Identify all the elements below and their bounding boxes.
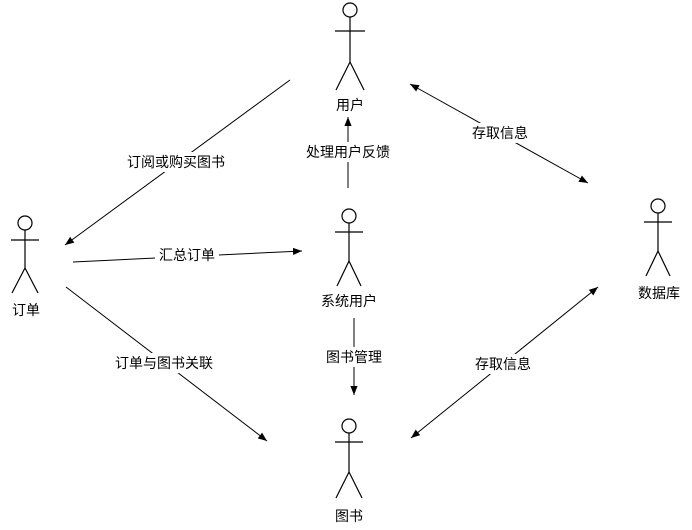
stick-figure-icon [11, 215, 39, 294]
edge-label: 存取信息 [472, 125, 528, 142]
edge-label: 存取信息 [475, 356, 531, 373]
actor-label: 图书 [335, 509, 363, 525]
actor-system-user[interactable]: 系统用户 [321, 208, 377, 310]
actor-book[interactable]: 图书 [335, 418, 363, 525]
actor-label: 用户 [336, 97, 364, 114]
edge-label: 处理用户反馈 [306, 144, 390, 161]
actor-label: 系统用户 [321, 293, 377, 310]
edge-order-to-system-user[interactable]: 汇总订单 [72, 245, 303, 265]
edge-user-database[interactable]: 存取信息 [409, 83, 589, 184]
edge-label: 订阅或购买图书 [127, 155, 225, 171]
edge-order-to-book[interactable]: 订单与图书关联 [65, 286, 268, 442]
edge-label: 图书管理 [326, 350, 382, 366]
edge-system-user-to-user[interactable]: 处理用户反馈 [300, 117, 396, 188]
actor-label: 订单 [12, 303, 40, 319]
actor-order[interactable]: 订单 [11, 215, 40, 319]
edge-book-database[interactable]: 存取信息 [410, 286, 599, 439]
stick-figure-icon [335, 2, 365, 91]
edge-system-user-to-book[interactable]: 图书管理 [322, 318, 386, 395]
edge-label: 订单与图书关联 [115, 356, 213, 372]
actor-user[interactable]: 用户 [335, 2, 365, 114]
stick-figure-icon [335, 208, 363, 287]
stick-figure-icon [644, 198, 672, 277]
edge-label: 汇总订单 [159, 248, 215, 264]
stick-figure-icon [335, 418, 363, 499]
actor-database[interactable]: 数据库 [638, 198, 680, 302]
actor-label: 数据库 [638, 286, 680, 302]
edge-user-to-order[interactable]: 订阅或购买图书 [64, 79, 291, 246]
